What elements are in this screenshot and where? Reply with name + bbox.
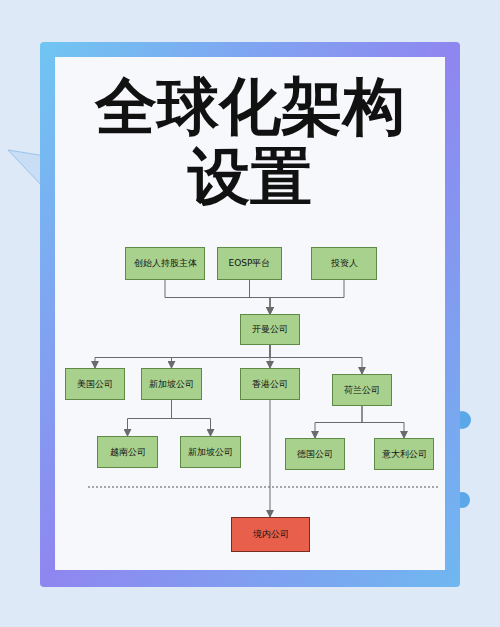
- box-label: 香港公司: [252, 379, 288, 390]
- ownership-connector: [128, 400, 172, 436]
- box-label: 意大利公司: [382, 449, 427, 460]
- box-label: 越南公司: [110, 447, 146, 458]
- company-box: 新加坡公司: [180, 436, 241, 468]
- box-label: 德国公司: [297, 449, 333, 460]
- box-label: EOSP平台: [229, 258, 271, 269]
- ownership-connector: [270, 400, 271, 517]
- company-box: 美国公司: [65, 368, 125, 400]
- box-label: 美国公司: [77, 379, 113, 390]
- box-label: 开曼公司: [252, 324, 288, 335]
- company-box: 越南公司: [97, 436, 158, 468]
- ownership-connector: [95, 345, 270, 368]
- page-title: 全球化架构设置: [85, 72, 415, 212]
- company-box: 意大利公司: [374, 438, 434, 470]
- company-box: 投资人: [311, 247, 377, 280]
- ownership-connector: [270, 280, 344, 314]
- ownership-connector: [315, 406, 362, 438]
- company-box: 香港公司: [240, 368, 300, 400]
- company-box: 创始人持股主体: [125, 247, 205, 280]
- box-label: 创始人持股主体: [134, 258, 197, 269]
- company-box: 新加坡公司: [141, 368, 202, 400]
- company-box: 德国公司: [285, 438, 345, 470]
- box-label: 新加坡公司: [188, 447, 233, 458]
- ownership-connector: [172, 400, 211, 436]
- ownership-connector: [250, 280, 271, 314]
- company-box: EOSP平台: [217, 247, 282, 280]
- company-box: 荷兰公司: [332, 374, 392, 406]
- ownership-connector: [165, 280, 270, 314]
- ownership-connector: [172, 345, 271, 368]
- domestic-company-box: 境内公司: [231, 517, 310, 552]
- ownership-connector: [362, 406, 404, 438]
- box-label: 新加坡公司: [149, 379, 194, 390]
- box-label: 荷兰公司: [344, 385, 380, 396]
- box-label: 投资人: [331, 258, 358, 269]
- box-label: 境内公司: [253, 529, 289, 540]
- company-box: 开曼公司: [240, 314, 300, 345]
